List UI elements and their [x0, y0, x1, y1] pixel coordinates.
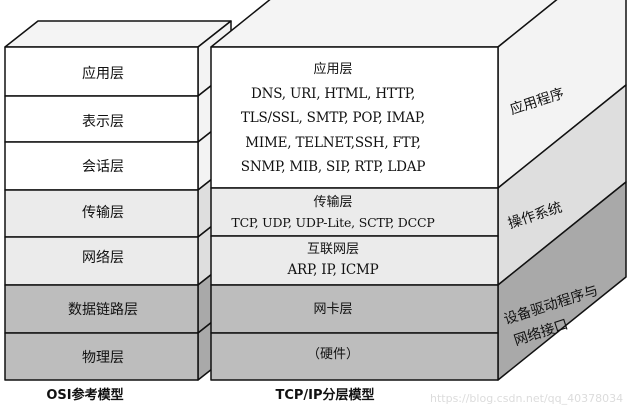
tcpip-application-protocols-line2: TLS/SSL, SMTP, POP, IMAP,	[240, 110, 426, 126]
tcpip-internet-protocols: ARP, IP, ICMP	[287, 262, 379, 278]
osi-caption: OSI参考模型	[46, 388, 124, 403]
tcpip-hardware-name: （硬件）	[306, 347, 360, 362]
osi-layer-session: 会话层	[82, 159, 124, 175]
tcpip-transport-name: 传输层	[313, 195, 353, 210]
osi-layer-application: 应用层	[82, 66, 124, 82]
watermark: https://blog.csdn.net/qq_40378034	[430, 392, 624, 405]
osi-top-face	[4, 20, 232, 48]
tcpip-application-name: 应用层	[313, 62, 353, 77]
osi-layer-physical: 物理层	[82, 350, 124, 366]
osi-layer-transport: 传输层	[82, 205, 124, 221]
tcpip-transport-protocols: TCP, UDP, UDP-Lite, SCTP, DCCP	[231, 215, 435, 230]
tcpip-layer-box	[210, 332, 499, 381]
tcpip-layer-box	[210, 284, 499, 334]
osi-layer-box	[4, 332, 199, 381]
tcpip-caption: TCP/IP分层模型	[275, 388, 375, 403]
tcpip-application-protocols-line4: SNMP, MIB, SIP, RTP, LDAP	[240, 159, 426, 175]
tcpip-application-protocols-line1: DNS, URI, HTML, HTTP,	[250, 86, 416, 102]
tcpip-link-name: 网卡层	[313, 302, 353, 317]
tcpip-application-protocols-line3: MIME, TELNET,SSH, FTP,	[245, 135, 421, 151]
osi-layer-datalink: 数据链路层	[68, 302, 138, 318]
osi-layer-network: 网络层	[82, 250, 124, 266]
tcpip-internet-name: 互联网层	[306, 242, 360, 257]
osi-layer-presentation: 表示层	[82, 114, 124, 130]
